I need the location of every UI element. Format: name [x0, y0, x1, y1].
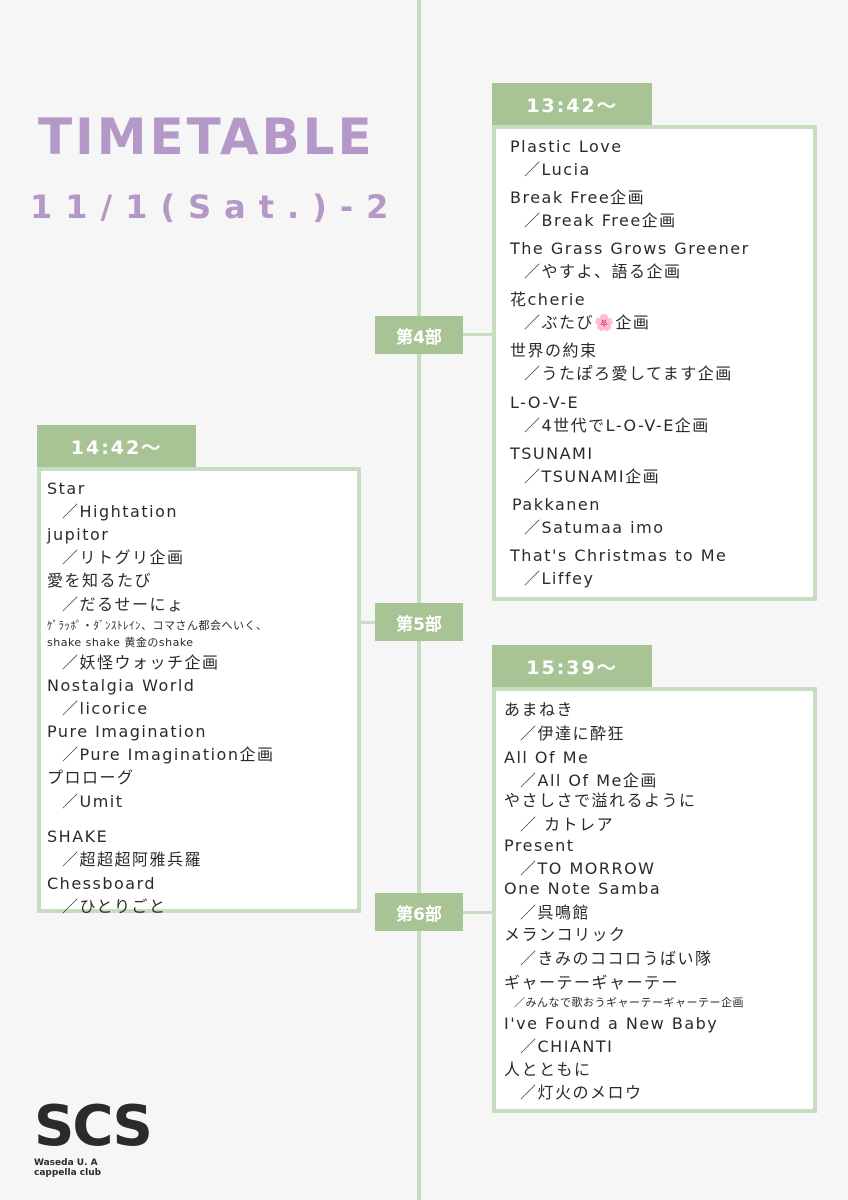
part-4-badge: 第4部 — [375, 316, 463, 354]
part-6-badge: 第6部 — [375, 893, 463, 931]
block-4-time: 13:42〜 — [492, 83, 652, 125]
song-title: Break Free企画 — [510, 188, 646, 207]
song-artist: ／ひとりごと — [62, 897, 167, 916]
song-artist: ／きみのココロうばい隊 — [520, 949, 713, 968]
song-title: ｹﾞﾗｯﾎﾟ・ﾀﾞﾝｽﾄﾚｲﾝ、コマさん都会へいく、 — [47, 619, 268, 632]
song-title: That's Christmas to Me — [510, 546, 728, 565]
block-4-card — [492, 125, 817, 601]
song-artist: ／呉鳴館 — [520, 903, 591, 922]
timeline-spine — [417, 0, 421, 1200]
song-title: jupitor — [47, 525, 110, 544]
song-artist: ／All Of Me企画 — [520, 771, 658, 790]
song-artist: ／ぶたび🌸企画 — [524, 313, 651, 332]
song-title: All Of Me — [504, 748, 590, 767]
song-artist: ／Umit — [62, 792, 124, 811]
block-6-card — [492, 687, 817, 1113]
song-title: Star — [47, 479, 86, 498]
song-title: Chessboard — [47, 874, 157, 893]
song-title: SHAKE — [47, 827, 109, 846]
song-title: One Note Samba — [504, 879, 662, 898]
logo-mark: SCS — [34, 1094, 153, 1159]
song-title: 花cherie — [510, 290, 587, 309]
song-title: Nostalgia World — [47, 676, 196, 695]
page-title: TIMETABLE — [38, 108, 375, 166]
song-artist: ／Break Free企画 — [524, 211, 677, 230]
song-title: L-O-V-E — [510, 393, 580, 412]
song-title: 世界の約束 — [510, 341, 598, 360]
song-title-line2: shake shake 黄金のshake — [47, 636, 194, 649]
block-5-time: 14:42〜 — [37, 425, 196, 467]
song-title: ギャーテーギャーテー — [504, 973, 680, 992]
song-artist: ／TSUNAMI企画 — [524, 467, 661, 486]
block-6-time: 15:39〜 — [492, 645, 652, 687]
song-title: Pakkanen — [512, 495, 601, 514]
song-artist: ／うたぽろ愛してます企画 — [524, 364, 733, 383]
club-logo: SCS Waseda U. A cappella club — [34, 1094, 153, 1179]
song-artist: ／みんなで歌おうギャーテーギャーテー企画 — [514, 996, 744, 1009]
song-artist: ／4世代でL-O-V-E企画 — [524, 416, 710, 435]
song-title: 愛を知るたび — [47, 571, 153, 590]
song-title: Present — [504, 836, 575, 855]
song-title: TSUNAMI — [510, 444, 594, 463]
song-title: Pure Imagination — [47, 722, 207, 741]
block-5-card — [37, 467, 361, 913]
song-artist: ／Hightation — [62, 502, 179, 521]
song-title: あまねき — [504, 700, 575, 719]
song-title: 人とともに — [504, 1060, 592, 1079]
song-artist: ／licorice — [62, 699, 149, 718]
logo-caption: Waseda U. A cappella club — [34, 1158, 102, 1178]
song-title: メランコリック — [504, 925, 627, 944]
song-title: プロローグ — [47, 768, 135, 787]
song-title: I've Found a New Baby — [504, 1014, 719, 1033]
song-artist: ／Liffey — [524, 569, 595, 588]
song-artist: ／ カトレア — [520, 815, 615, 834]
song-title: Plastic Love — [510, 137, 623, 156]
song-artist: ／Lucia — [524, 160, 591, 179]
song-artist: ／だるせーにょ — [62, 595, 185, 614]
song-artist: ／妖怪ウォッチ企画 — [62, 653, 220, 672]
song-artist: ／Satumaa imo — [524, 518, 665, 537]
song-artist: ／TO MORROW — [520, 859, 656, 878]
song-artist: ／やすよ、語る企画 — [524, 262, 682, 281]
song-artist: ／伊達に酔狂 — [520, 724, 626, 743]
page-subtitle: 11/1(Sat.)-2 — [30, 188, 402, 226]
song-title: The Grass Grows Greener — [510, 239, 750, 258]
song-artist: ／超超超阿雅兵羅 — [62, 850, 203, 869]
part-5-badge: 第5部 — [375, 603, 463, 641]
song-title: やさしさで溢れるように — [504, 791, 697, 810]
song-artist: ／CHIANTI — [520, 1037, 614, 1056]
song-artist: ／灯火のメロウ — [520, 1083, 643, 1102]
song-artist: ／リトグリ企画 — [62, 548, 185, 567]
song-artist: ／Pure Imagination企画 — [62, 745, 275, 764]
